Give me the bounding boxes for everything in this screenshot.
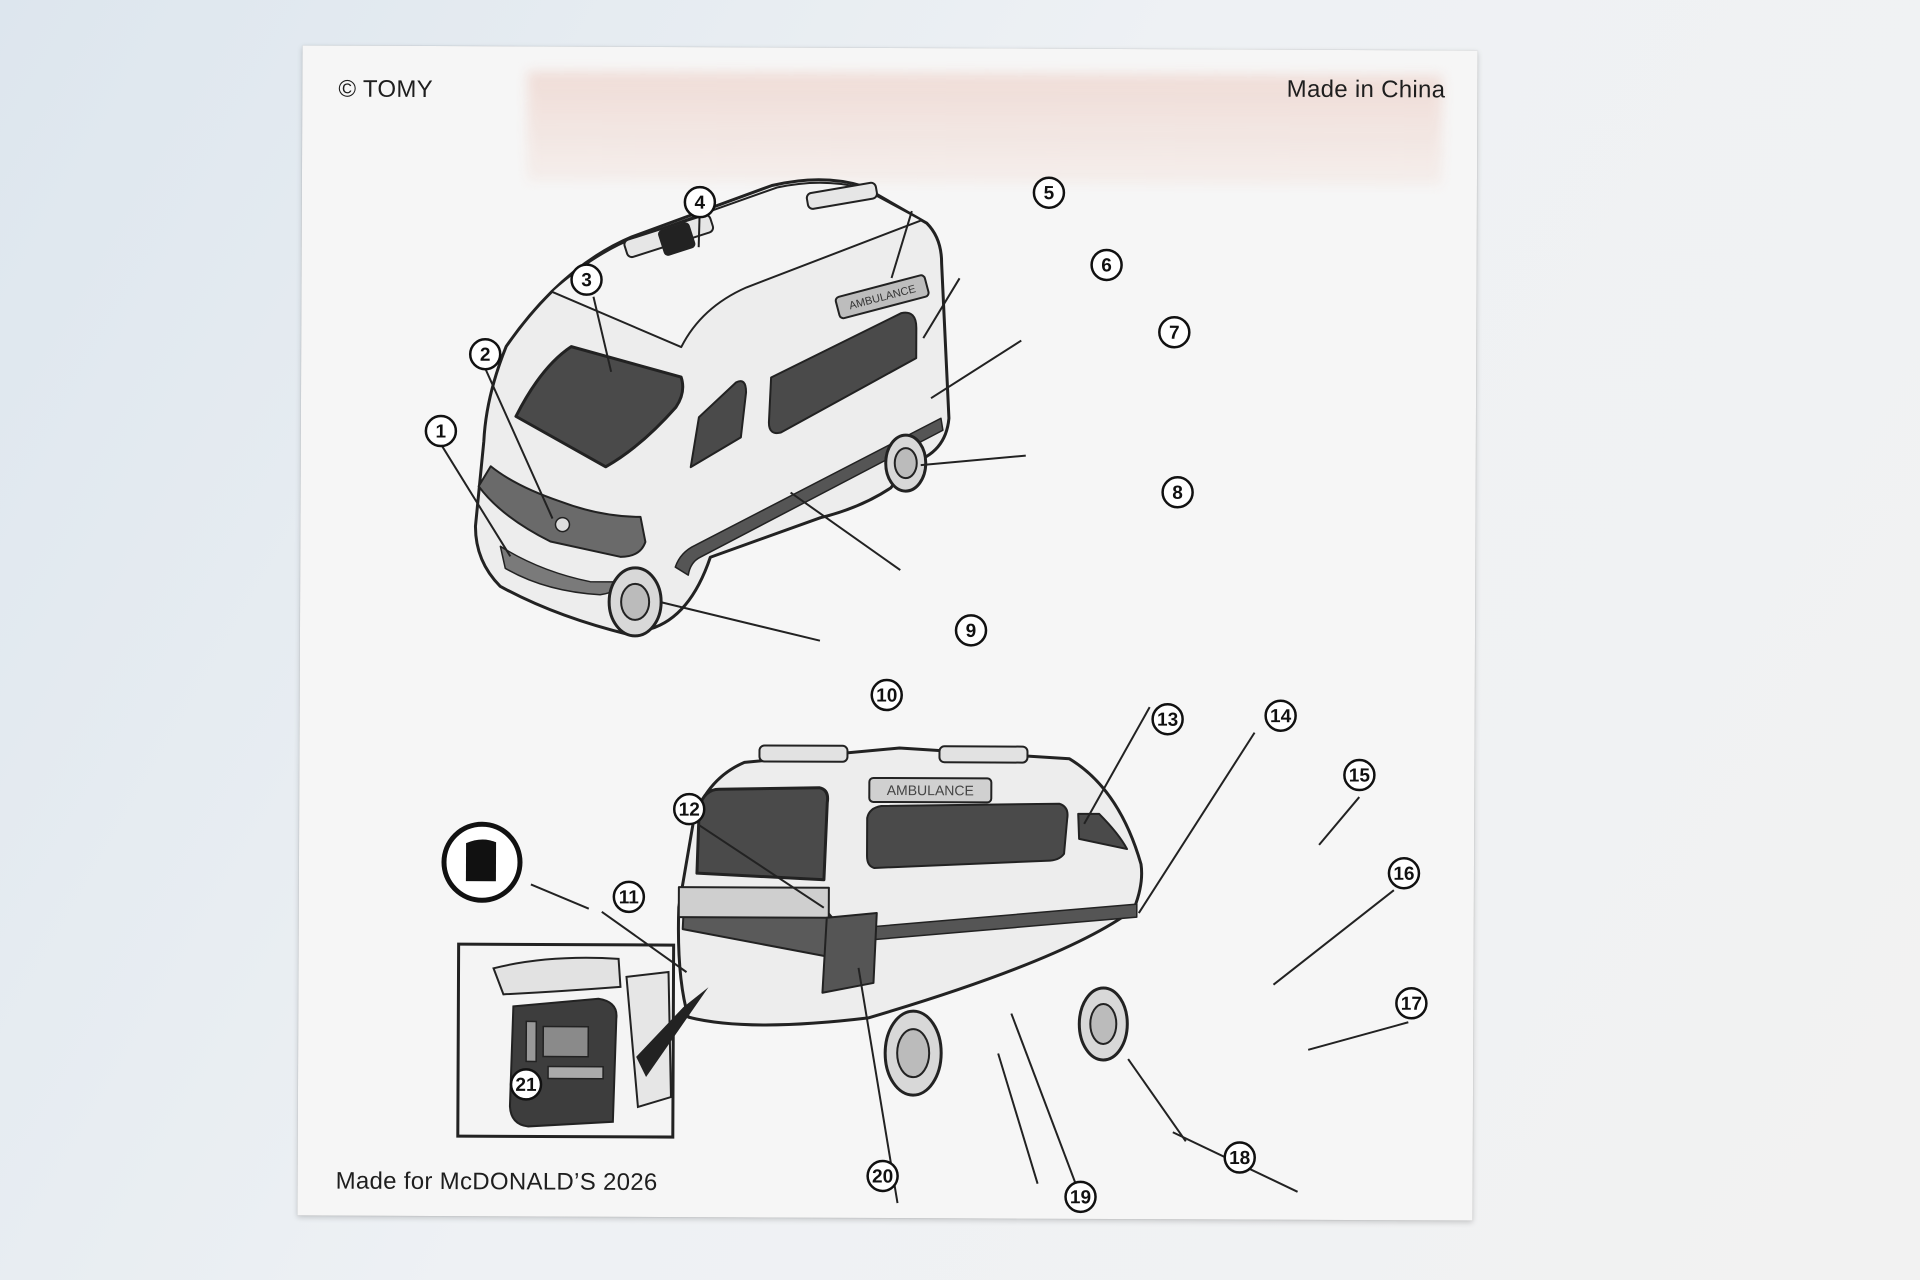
parts-diagram: AMBULANCE (424, 176, 1428, 1214)
svg-text:11: 11 (619, 887, 640, 908)
front-view-van: AMBULANCE (473, 178, 951, 638)
callout-16: 16 (1387, 857, 1421, 890)
svg-text:18: 18 (1229, 1148, 1250, 1169)
svg-text:4: 4 (695, 193, 706, 214)
callout-11: 11 (612, 880, 646, 914)
rear-ambulance-sign: AMBULANCE (887, 782, 974, 798)
callout-6: 6 (1090, 248, 1123, 282)
callout-4: 4 (683, 185, 717, 219)
svg-text:9: 9 (966, 621, 977, 642)
callout-14: 14 (1264, 699, 1297, 732)
callout-markers: 1 2 3 4 5 6 7 8 9 10 11 12 13 14 15 16 1… (424, 176, 1428, 1214)
svg-text:12: 12 (679, 800, 700, 821)
callout-3: 3 (570, 263, 603, 296)
svg-text:21: 21 (515, 1075, 537, 1096)
instruction-sheet: © TOMY Made in China Made for McDONALD’S… (297, 45, 1478, 1221)
callout-17: 17 (1395, 987, 1428, 1020)
callout-5: 5 (1032, 176, 1066, 209)
callout-13: 13 (1151, 702, 1184, 736)
svg-text:5: 5 (1044, 183, 1055, 204)
svg-text:7: 7 (1169, 323, 1180, 344)
svg-text:8: 8 (1172, 483, 1183, 504)
callout-19: 19 (1064, 1180, 1097, 1214)
callout-7: 7 (1158, 315, 1191, 349)
svg-text:19: 19 (1070, 1187, 1091, 1208)
callout-9: 9 (954, 614, 988, 647)
rear-view-van: AMBULANCE (676, 744, 1144, 1097)
door-sticker-icon (441, 821, 523, 903)
callout-21: 21 (509, 1068, 543, 1101)
svg-text:10: 10 (876, 685, 897, 706)
front-leader-lines (439, 204, 1026, 642)
rear-door-open-inset (456, 942, 709, 1139)
callout-18: 18 (1223, 1141, 1256, 1174)
svg-text:14: 14 (1270, 706, 1292, 727)
callout-1: 1 (424, 414, 458, 448)
callout-8: 8 (1161, 476, 1194, 509)
svg-text:16: 16 (1393, 864, 1414, 885)
callout-12: 12 (672, 792, 706, 826)
callout-20: 20 (866, 1159, 899, 1193)
svg-text:17: 17 (1401, 994, 1422, 1015)
svg-text:1: 1 (436, 422, 447, 443)
svg-text:2: 2 (480, 345, 491, 366)
svg-text:20: 20 (872, 1166, 893, 1187)
svg-text:15: 15 (1349, 766, 1371, 787)
callout-10: 10 (870, 678, 903, 712)
svg-text:13: 13 (1157, 710, 1178, 731)
svg-text:3: 3 (581, 270, 592, 291)
svg-text:6: 6 (1101, 255, 1112, 276)
callout-15: 15 (1343, 758, 1376, 792)
callout-2: 2 (468, 337, 502, 371)
